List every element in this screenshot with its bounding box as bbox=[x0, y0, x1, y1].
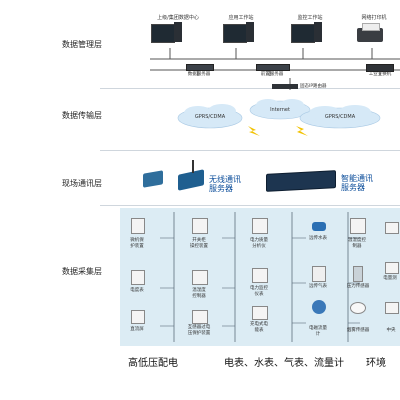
power-monitor-meter bbox=[252, 268, 268, 283]
switchgear-controller bbox=[192, 218, 208, 234]
device-label: 远传水表 bbox=[309, 236, 327, 241]
center-cloud-label: Internet bbox=[270, 107, 290, 113]
data-center-workstation bbox=[151, 22, 182, 43]
ip-router bbox=[272, 84, 298, 89]
device-label: 充电式电能表 bbox=[250, 322, 268, 333]
layer-label-field-comm: 现场通讯层 bbox=[62, 179, 102, 188]
layer-label-transport: 数据传输层 bbox=[62, 111, 102, 120]
flow-meter bbox=[312, 300, 326, 314]
gas-meter bbox=[312, 266, 326, 282]
network-printer-label: 网络打印机 bbox=[361, 15, 387, 21]
env-temp-controller bbox=[350, 218, 366, 234]
device-label: 压力传感器 bbox=[346, 284, 370, 289]
relay-protection-device bbox=[131, 218, 145, 234]
layer-label-management: 数据管理层 bbox=[62, 40, 102, 49]
wireless-label-1: 无线通讯 bbox=[209, 175, 241, 184]
right-cloud-label: GPRS/CDMA bbox=[324, 114, 356, 120]
water-meter bbox=[312, 222, 326, 231]
caption-meters: 电表、水表、气表、流量计 bbox=[224, 358, 344, 369]
device-label: 电力监控仪表 bbox=[250, 286, 268, 297]
pressure-sensor bbox=[353, 266, 363, 282]
front-server bbox=[256, 64, 290, 71]
power-measure-device bbox=[385, 262, 399, 274]
wireless-label-2: 服务器 bbox=[209, 184, 233, 193]
divider bbox=[100, 150, 400, 151]
power-quality-analyzer bbox=[252, 218, 268, 234]
smoke-sensor bbox=[350, 302, 366, 314]
transformer-protection-device bbox=[192, 310, 208, 324]
lightning-icon bbox=[248, 126, 260, 136]
central-device bbox=[385, 302, 399, 314]
layer-label-acquisition: 数据采集层 bbox=[62, 267, 102, 276]
prepaid-energy-meter bbox=[252, 306, 268, 320]
antenna-icon bbox=[192, 160, 194, 173]
data-server-label: 数据服务器 bbox=[187, 72, 211, 77]
ip-router-label: 固态IP路由器 bbox=[300, 84, 327, 89]
divider bbox=[100, 205, 400, 206]
device-label: 电力质量分析仪 bbox=[250, 238, 268, 249]
device-label: 温湿度控制器 bbox=[192, 288, 206, 299]
dc-panel bbox=[131, 310, 145, 324]
caption-environment: 环境 bbox=[366, 358, 386, 369]
device-label: 电磁流量计 bbox=[309, 326, 327, 337]
device-label: 电量测 bbox=[383, 276, 397, 281]
smart-comm-server bbox=[266, 170, 336, 192]
caption-power-distribution: 高低压配电 bbox=[128, 358, 178, 369]
smart-label-2: 服务器 bbox=[341, 183, 365, 192]
device-label: 互感器过电压保护装置 bbox=[187, 325, 211, 336]
edge-device bbox=[385, 222, 399, 234]
device-label: 开关柜操控装置 bbox=[190, 238, 208, 249]
transport-clouds bbox=[177, 99, 381, 136]
application-workstation bbox=[223, 22, 254, 43]
temp-humidity-controller bbox=[192, 270, 208, 285]
lightning-icon bbox=[296, 126, 308, 136]
industrial-switch-label: 工业交换机 bbox=[368, 72, 392, 77]
device-label: 直流屏 bbox=[130, 327, 144, 332]
monitoring-workstation bbox=[291, 22, 322, 43]
energy-meter bbox=[131, 270, 145, 285]
data-center-label: 上级/集团数据中心 bbox=[157, 15, 199, 21]
app-workstation-label: 应用工作站 bbox=[228, 15, 254, 21]
acquisition-bus-lines bbox=[160, 212, 360, 342]
network-printer bbox=[357, 23, 383, 42]
industrial-switch bbox=[366, 64, 394, 72]
divider bbox=[100, 88, 400, 89]
front-server-label: 前置服务器 bbox=[260, 72, 284, 77]
smart-label-1: 智能通讯 bbox=[341, 174, 373, 183]
device-label: 微机保护装置 bbox=[130, 238, 144, 249]
wireless-module bbox=[143, 170, 163, 188]
device-label: 烟雾传感器 bbox=[346, 328, 370, 333]
wireless-server bbox=[178, 169, 204, 191]
device-label: 远传气表 bbox=[309, 284, 327, 289]
device-label: 温湿度控制器 bbox=[348, 238, 366, 249]
device-label: 电度表 bbox=[130, 288, 144, 293]
device-label: 中央 bbox=[386, 328, 396, 333]
monitor-workstation-label: 监控工作站 bbox=[297, 15, 323, 21]
left-cloud-label: GPRS/CDMA bbox=[194, 114, 226, 120]
data-server bbox=[186, 64, 214, 71]
